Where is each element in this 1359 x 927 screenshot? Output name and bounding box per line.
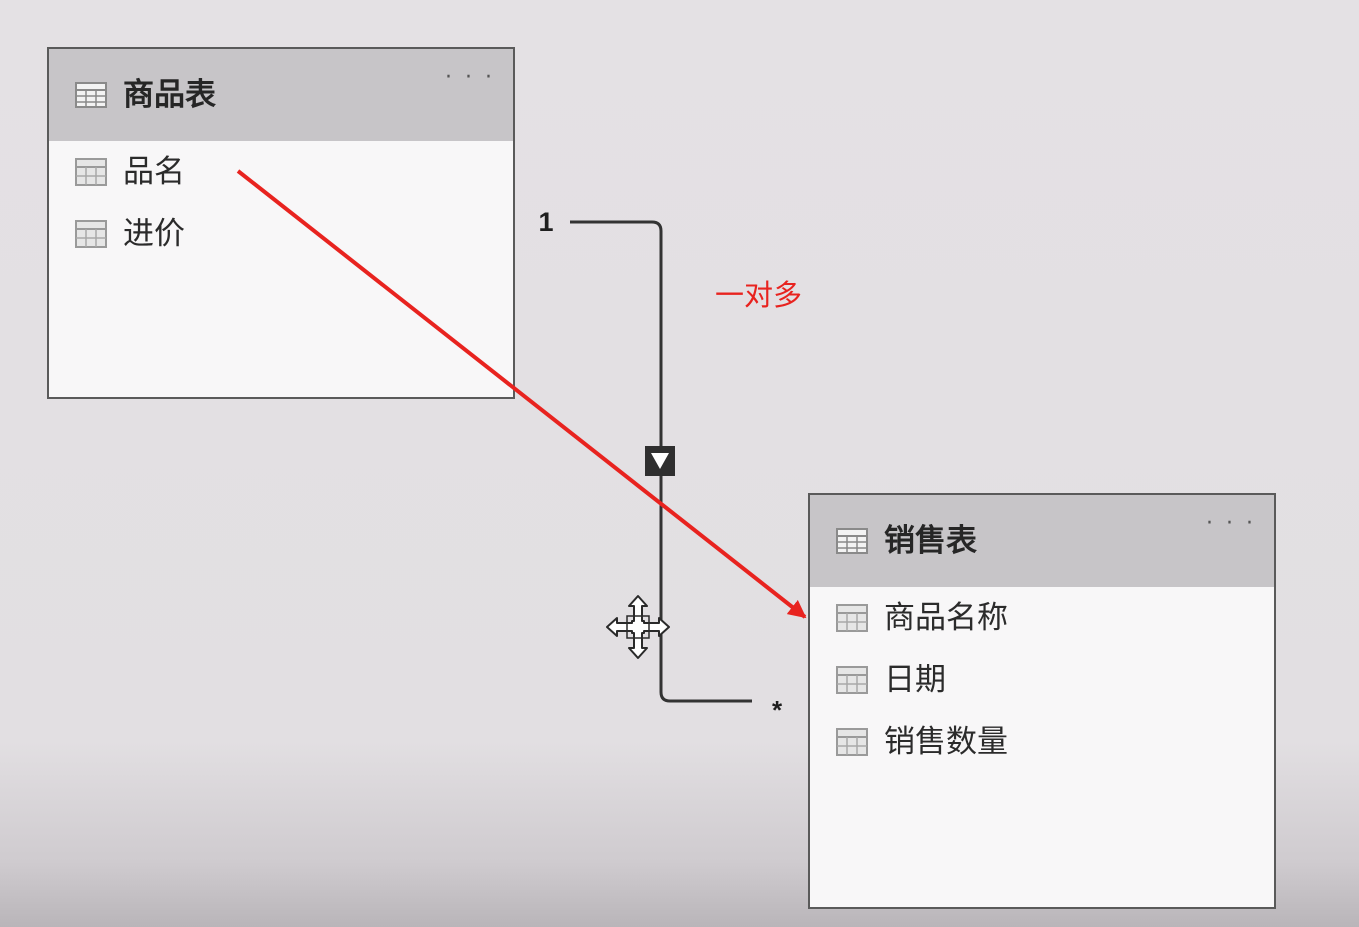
- relationship-annotation: 一对多: [715, 278, 803, 312]
- table-grid-icon: [75, 82, 107, 108]
- field-table-icon: [836, 604, 868, 632]
- field-table-icon: [75, 158, 107, 186]
- filter-direction-box[interactable]: [645, 446, 675, 476]
- field-item[interactable]: 品名: [75, 150, 185, 194]
- many-side-label: *: [772, 695, 783, 725]
- field-table-icon: [75, 220, 107, 248]
- field-table-icon: [836, 728, 868, 756]
- table-card-goods[interactable]: 商品表 · · · 品名 进价: [47, 47, 515, 399]
- field-table-icon: [836, 666, 868, 694]
- more-options-button[interactable]: · · ·: [445, 65, 495, 90]
- field-label: 商品名称: [884, 600, 1008, 636]
- field-item[interactable]: 进价: [75, 212, 185, 256]
- field-label: 进价: [123, 216, 185, 252]
- field-item[interactable]: 销售数量: [836, 720, 1008, 764]
- table-title: 商品表: [123, 77, 216, 113]
- move-cursor-icon: [606, 595, 670, 659]
- field-label: 销售数量: [884, 724, 1008, 760]
- triangle-down-icon: [651, 453, 669, 469]
- filter-direction-marker[interactable]: [645, 446, 675, 476]
- table-title: 销售表: [884, 523, 977, 559]
- field-item[interactable]: 商品名称: [836, 596, 1008, 640]
- field-label: 品名: [123, 154, 185, 190]
- more-options-button[interactable]: · · ·: [1206, 511, 1256, 536]
- table-grid-icon: [836, 528, 868, 554]
- one-side-label: 1: [538, 207, 553, 237]
- table-header-goods[interactable]: 商品表 · · ·: [49, 49, 513, 141]
- field-label: 日期: [884, 662, 946, 698]
- table-card-sales[interactable]: 销售表 · · · 商品名称 日期 销售数量: [808, 493, 1276, 909]
- table-header-sales[interactable]: 销售表 · · ·: [810, 495, 1274, 587]
- field-item[interactable]: 日期: [836, 658, 946, 702]
